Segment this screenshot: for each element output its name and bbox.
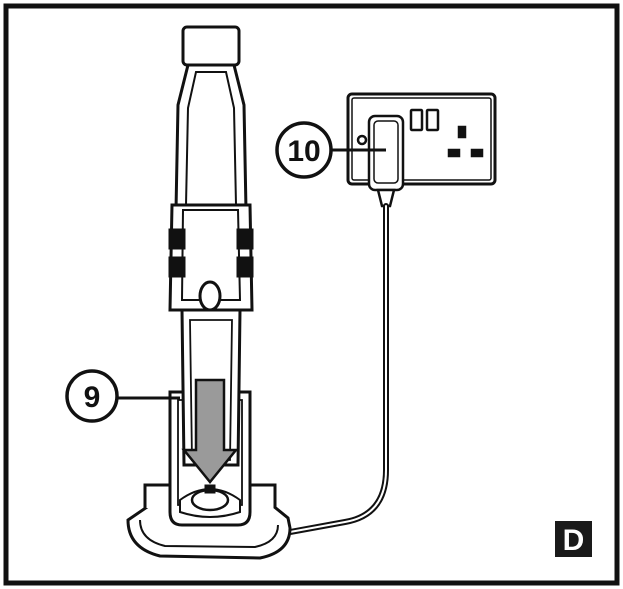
insert-direction-arrow: [181, 378, 239, 484]
callout-9-number: 9: [84, 381, 101, 414]
callout-10: 10: [275, 121, 386, 179]
callout-9: 9: [65, 369, 180, 423]
panel-label: D: [555, 521, 592, 557]
callout-10-number: 10: [287, 135, 320, 168]
wall-charger-plug: [367, 114, 405, 208]
panel-label-letter: D: [563, 524, 585, 557]
charger-cable: [272, 203, 389, 539]
figure-border: [3, 3, 620, 586]
